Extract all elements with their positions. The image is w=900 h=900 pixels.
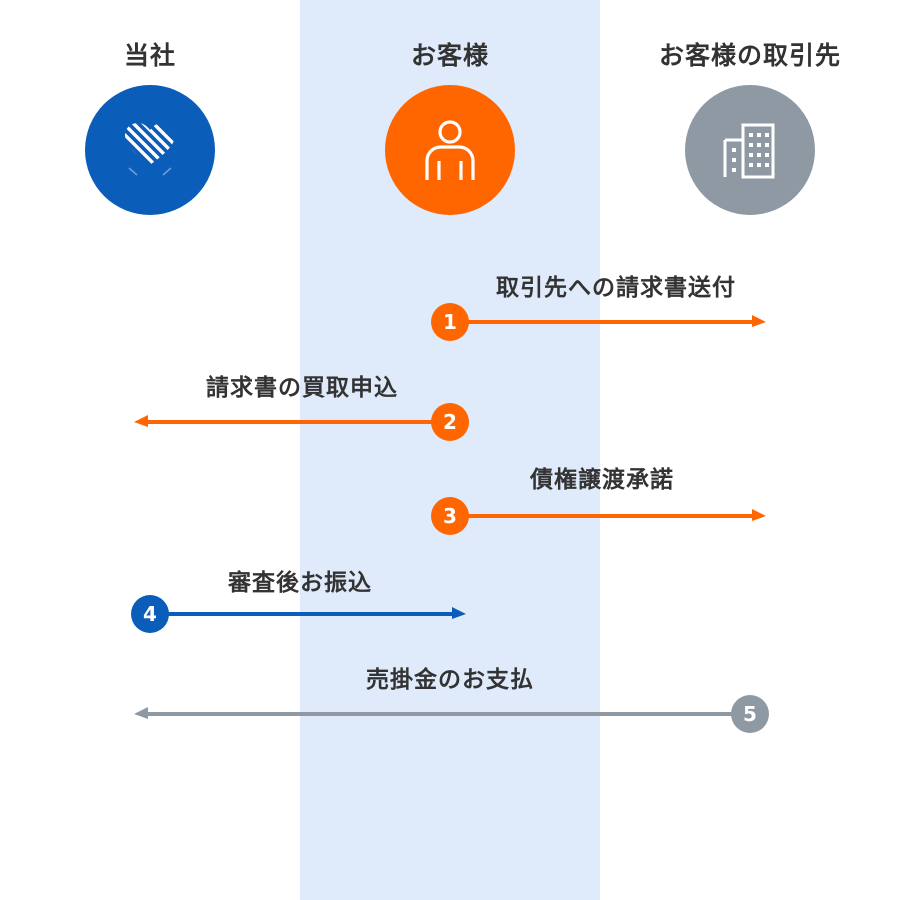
step-number-badge-5	[731, 695, 769, 733]
building-icon	[685, 85, 815, 215]
step-number-2: 2	[443, 410, 457, 434]
step-number-badge-1	[431, 303, 469, 341]
person-icon	[385, 85, 515, 215]
step-arrow-head-3	[752, 509, 766, 521]
step-label-1: 取引先への請求書送付	[496, 275, 736, 301]
step-arrow-head-1	[752, 315, 766, 327]
step-arrow-head-5	[134, 707, 148, 719]
step-arrow-head-4	[452, 607, 466, 619]
step-number-3: 3	[443, 504, 457, 528]
step-arrow-head-2	[134, 415, 148, 427]
step-label-4: 審査後お振込	[228, 570, 372, 596]
step-number-4: 4	[143, 602, 157, 626]
step-number-badge-4	[131, 595, 169, 633]
step-number-5: 5	[743, 702, 757, 726]
column-title-customer: お客様	[410, 41, 489, 70]
column-title-partner: お客様の取引先	[658, 41, 841, 70]
step-label-2: 請求書の買取申込	[206, 375, 398, 401]
column-title-company: 当社	[123, 41, 176, 70]
heart-logo-icon	[85, 85, 215, 215]
step-number-badge-3	[431, 497, 469, 535]
step-number-1: 1	[443, 310, 457, 334]
step-number-badge-2	[431, 403, 469, 441]
step-label-3: 債権譲渡承諾	[530, 467, 674, 493]
step-label-5: 売掛金のお支払	[366, 667, 534, 693]
